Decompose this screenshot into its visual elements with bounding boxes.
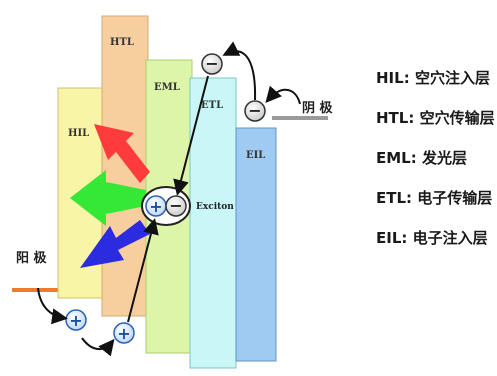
arrow-cathode-to-eil: [265, 85, 301, 105]
legend-abbr: HIL: [376, 69, 404, 87]
blue-light-arrow: [80, 220, 150, 268]
svg-text:+: +: [69, 311, 82, 330]
label-eml: EML: [154, 82, 180, 93]
electron-eil: −: [244, 100, 266, 122]
hole-htl: +: [113, 322, 135, 344]
svg-text:−: −: [169, 196, 182, 215]
red-light-arrow: [94, 124, 150, 183]
svg-text:+: +: [117, 324, 130, 343]
layer-eil: [235, 127, 277, 362]
layer-etl: [189, 77, 237, 369]
label-htl: HTL: [110, 37, 134, 48]
legend-item-eml: EML: 发光层: [376, 149, 467, 167]
legend-abbr: ETL: [376, 189, 407, 207]
legend-item-eil: EIL: 电子注入层: [376, 229, 488, 247]
label-hil: HIL: [68, 128, 89, 139]
legend-name: 空穴传输层: [419, 109, 495, 127]
legend-item-etl: ETL: 电子传输层: [376, 189, 493, 207]
legend-item-hil: HIL: 空穴注入层: [376, 69, 490, 87]
exciton-hole: +: [145, 195, 167, 217]
legend-abbr: HTL: [376, 109, 409, 127]
arrow-eil-to-etl: [222, 41, 257, 101]
legend-name: 电子传输层: [417, 189, 493, 207]
label-eil: EIL: [246, 150, 265, 161]
svg-text:+: +: [149, 197, 162, 216]
exciton-label: Exciton: [196, 202, 234, 212]
legend-name: 空穴注入层: [414, 69, 490, 87]
legend-abbr: EIL: [376, 229, 402, 247]
hole-anode: +: [65, 309, 87, 331]
arrow-hole-to-exciton: [127, 218, 159, 323]
anode-label: 阳 极: [16, 250, 48, 266]
legend: HIL: 空穴注入层 HTL: 空穴传输层 EML: 发光层 ETL: 电子传输…: [376, 58, 497, 258]
legend-abbr: EML: [376, 149, 411, 167]
electron-etl: −: [201, 53, 223, 75]
legend-item-htl: HTL: 空穴传输层: [376, 109, 495, 127]
cathode-label: 阴 极: [302, 100, 334, 116]
svg-text:−: −: [248, 101, 261, 120]
label-etl: ETL: [201, 100, 223, 111]
svg-text:−: −: [205, 54, 218, 73]
legend-name: 发光层: [421, 149, 467, 167]
arrow-anode-to-hole: [37, 287, 68, 325]
exciton-electron: −: [165, 195, 187, 217]
arrow-electron-to-exciton: [173, 75, 209, 196]
legend-name: 电子注入层: [412, 229, 488, 247]
arrow-hole-to-htl: [81, 337, 115, 357]
green-light-arrow: [70, 170, 146, 226]
